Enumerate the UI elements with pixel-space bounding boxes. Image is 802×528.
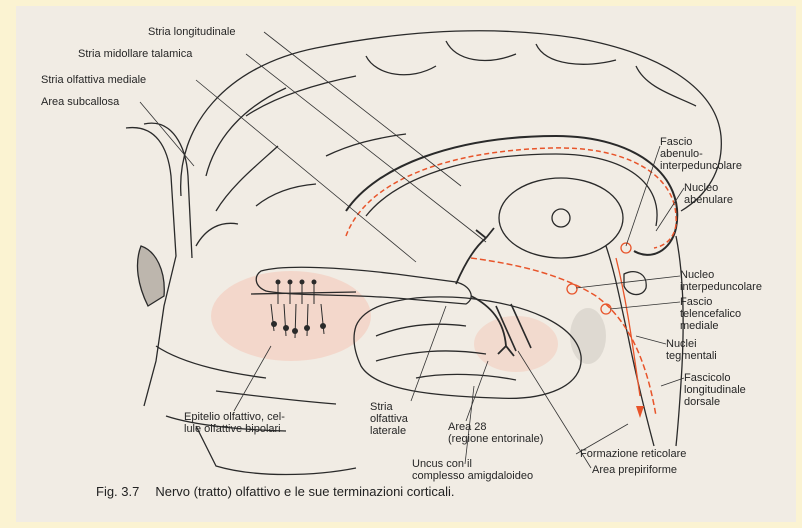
interthalamic-adhesion [552, 209, 570, 227]
frontal-sinus [137, 246, 164, 306]
fascio-telencefalico-marker [601, 304, 611, 314]
page: Stria longitudinale Stria midollare tala… [16, 6, 796, 522]
label-epitelio-olfattivo: Epitelio olfattivo, cel-lule olfattive b… [184, 411, 285, 435]
figure-caption: Fig. 3.7 Nervo (tratto) olfattivo e le su… [96, 484, 454, 499]
olfactory-mucosa-shading [211, 271, 371, 361]
nucleo-abenulare-marker [621, 243, 631, 253]
label-area-subcallosa: Area subcallosa [41, 96, 119, 108]
caption-number: Fig. 3.7 [96, 484, 139, 499]
label-area-prepiriforme: Area prepiriforme [592, 464, 677, 476]
thalamus [499, 178, 623, 258]
label-formazione-reticolare: Formazione reticolare [580, 448, 686, 460]
skull-inner-outline [144, 123, 192, 258]
label-area-28: Area 28(regione entorinale) [448, 421, 543, 445]
corpus-callosum [346, 136, 677, 255]
medial-stria-projection [456, 228, 494, 284]
label-stria-olfattiva-mediale: Stria olfattiva mediale [41, 74, 146, 86]
fornix-pathway [346, 148, 676, 248]
entorhinal-shading [474, 316, 558, 372]
cerebral-hemisphere-outline [181, 31, 722, 211]
tegmental-stipple [570, 308, 606, 364]
brainstem-anterior [606, 246, 654, 446]
nucleo-interpeduncolare-marker [567, 284, 577, 294]
leader-lines [140, 32, 684, 468]
mammillary-region [624, 272, 646, 295]
gyri-sulci [196, 41, 696, 246]
pathway-arrowhead [636, 406, 644, 418]
caption-text: Nervo (tratto) olfattivo e le sue termin… [155, 484, 454, 499]
label-stria-longitudinale: Stria longitudinale [148, 26, 235, 38]
corpus-callosum-inner [366, 154, 657, 226]
label-stria-midollare-talamica: Stria midollare talamica [78, 48, 192, 60]
habenulo-interpeduncular-tract [616, 258, 640, 396]
